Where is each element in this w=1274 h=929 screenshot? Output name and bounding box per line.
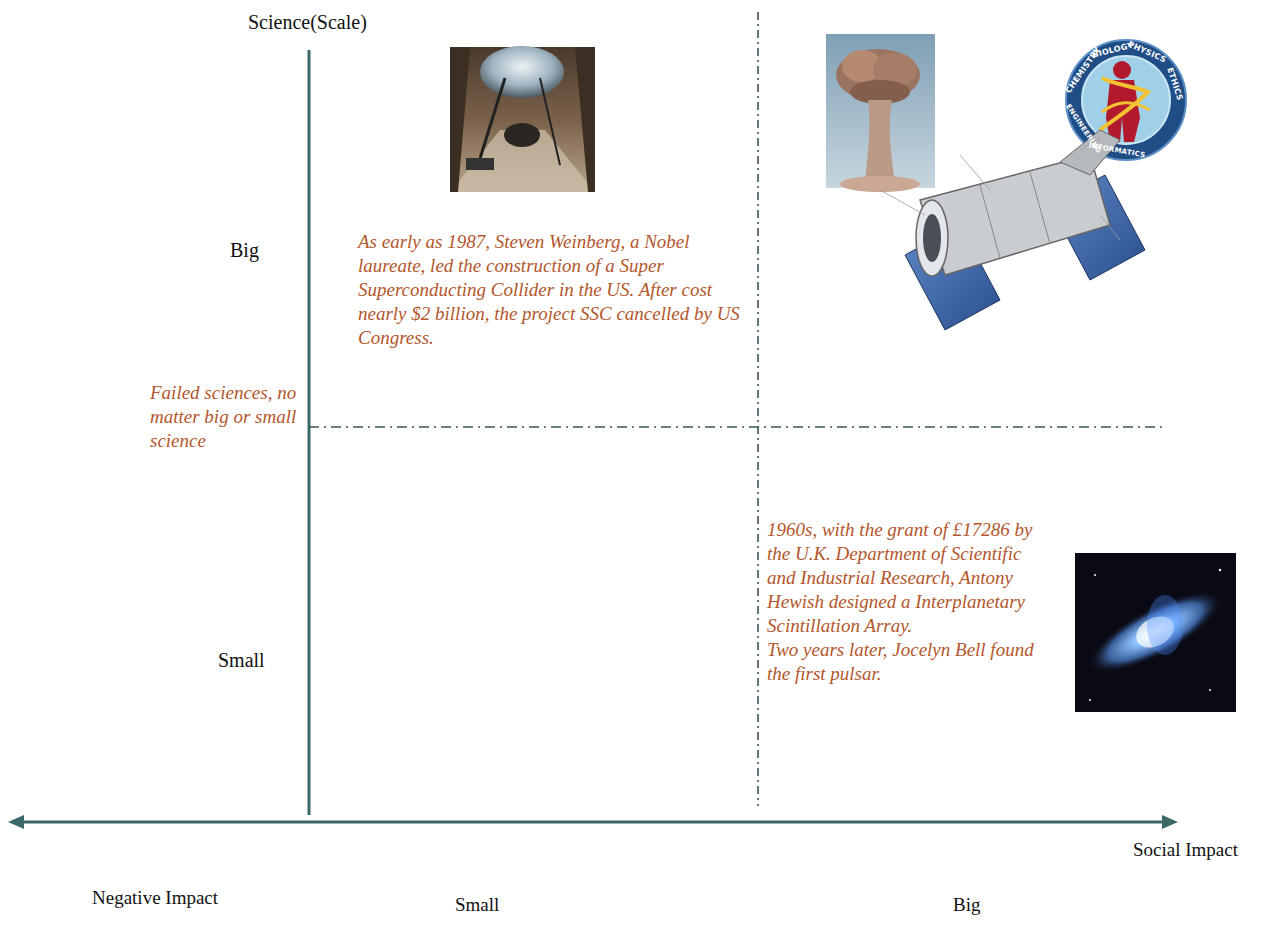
genome-logo [1066,40,1186,160]
logo-ring-word: ETHICS [1166,66,1185,101]
annotation-note: As early as 1987, Steven Weinberg, a Nob… [358,230,743,350]
axis-arrowhead [8,815,24,829]
axis-arrowhead [1162,815,1178,829]
scale-label: Small [218,648,265,672]
axis-title: Science(Scale) [248,10,367,34]
logo-ring-word: PHYSICS [1127,40,1168,65]
annotation-note: 1960s, with the grant of £17286 by the U… [767,518,1035,638]
logo-ring-word: INFORMATICS [1088,142,1146,161]
y-axis [308,50,311,815]
scale-label: Big [230,238,259,262]
annotation-note: Two years later, Jocelyn Bell found the … [767,638,1035,686]
axis-title: Social Impact [1133,838,1238,862]
mushroom-cloud-photo [826,34,935,192]
axis-title: Negative Impact [92,886,218,910]
x-axis [22,821,1163,824]
space-telescope-drawing [880,130,1145,330]
quadrant-divider [757,12,759,806]
scale-label: Big [953,893,980,917]
collider-tunnel-photo [450,46,595,192]
galaxy-photo [1075,553,1236,712]
quadrant-divider [309,426,1166,428]
scale-label: Small [455,893,499,917]
annotation-note: Failed sciences, no matter big or small … [150,381,300,453]
